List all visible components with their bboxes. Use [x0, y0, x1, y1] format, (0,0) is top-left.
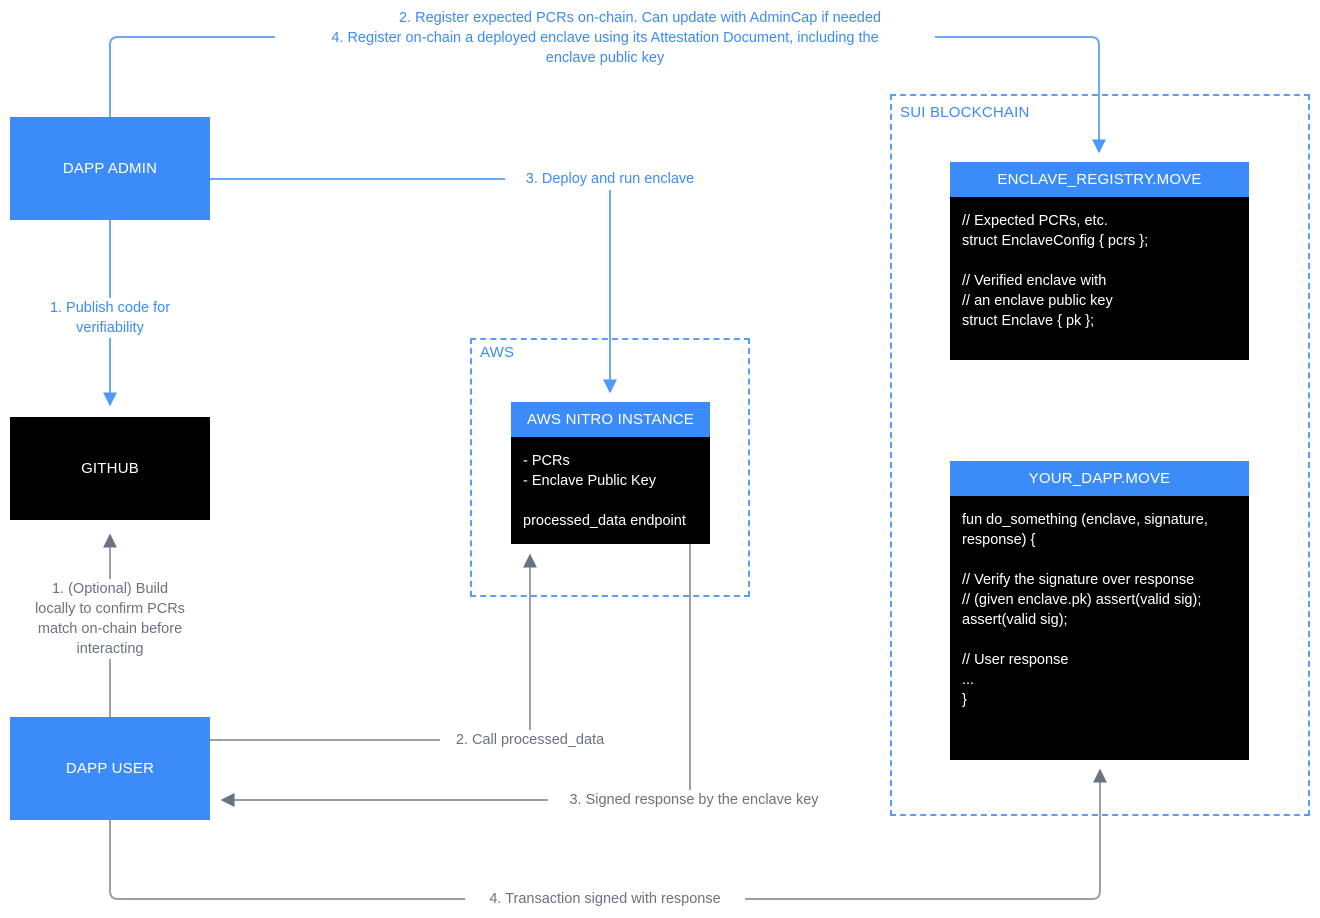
- group-sui-blockchain: [890, 94, 1310, 816]
- node-dapp-user[interactable]: DAPP USER: [10, 717, 210, 820]
- node-github[interactable]: GITHUB: [10, 417, 210, 520]
- edge-label-optional-build: 1. (Optional) Build locally to confirm P…: [20, 579, 200, 659]
- node-your-dapp-move[interactable]: YOUR_DAPP.MOVE fun do_something (enclave…: [950, 461, 1249, 760]
- edge-label-register-pcrs: 2. Register expected PCRs on-chain. Can …: [310, 8, 970, 28]
- node-enclave-registry-move[interactable]: ENCLAVE_REGISTRY.MOVE // Expected PCRs, …: [950, 162, 1249, 360]
- node-your-dapp-body: fun do_something (enclave, signature, re…: [950, 496, 1249, 760]
- node-enclave-registry-header: ENCLAVE_REGISTRY.MOVE: [950, 162, 1249, 197]
- node-dapp-user-label: DAPP USER: [65, 760, 155, 777]
- node-dapp-admin-label: DAPP ADMIN: [62, 160, 158, 177]
- node-github-label: GITHUB: [81, 460, 139, 477]
- edge-label-register-enclave: 4. Register on-chain a deployed enclave …: [275, 28, 935, 68]
- group-label-sui-blockchain: SUI BLOCKCHAIN: [896, 104, 1035, 121]
- edge-label-deploy-run-enclave: 3. Deploy and run enclave: [505, 169, 715, 189]
- edge-label-signed-response: 3. Signed response by the enclave key: [548, 790, 840, 810]
- node-aws-nitro-instance[interactable]: AWS NITRO INSTANCE - PCRs - Enclave Publ…: [511, 402, 710, 544]
- node-dapp-admin[interactable]: DAPP ADMIN: [10, 117, 210, 220]
- node-enclave-registry-body: // Expected PCRs, etc. struct EnclaveCon…: [950, 197, 1249, 360]
- node-aws-nitro-header: AWS NITRO INSTANCE: [511, 402, 710, 437]
- edge-label-transaction-signed: 4. Transaction signed with response: [465, 889, 745, 909]
- node-your-dapp-header: YOUR_DAPP.MOVE: [950, 461, 1249, 496]
- group-label-aws: AWS: [476, 344, 520, 361]
- edge-label-call-processed-data: 2. Call processed_data: [440, 730, 620, 750]
- edge-label-publish-code: 1. Publish code for verifiability: [20, 298, 200, 338]
- group-aws: [470, 338, 750, 597]
- node-aws-nitro-body: - PCRs - Enclave Public Key processed_da…: [511, 437, 710, 544]
